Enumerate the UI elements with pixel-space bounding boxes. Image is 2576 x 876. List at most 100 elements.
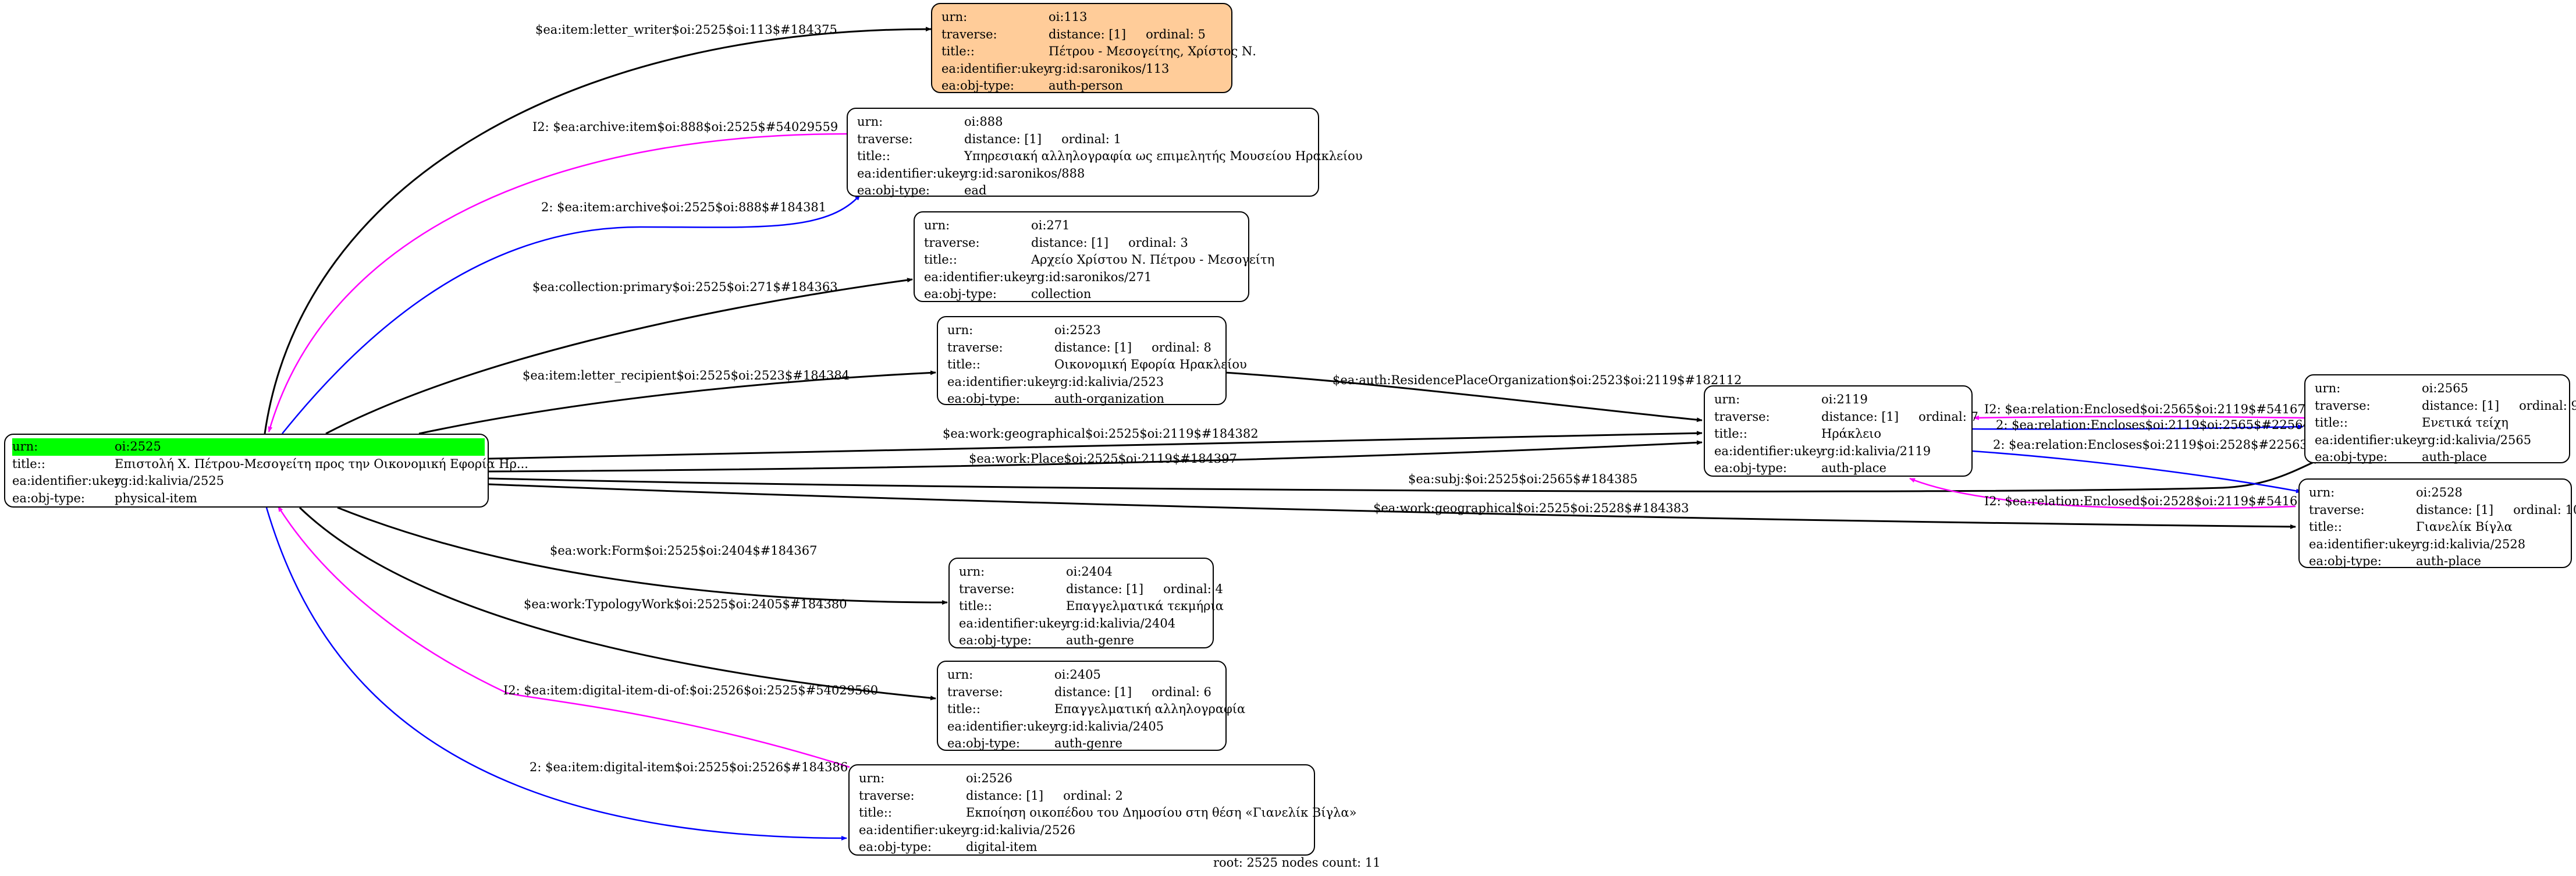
node-888[interactable]: urn:oi:888 traverse:distance: [1]ordinal… <box>847 108 1363 197</box>
field-key: ea:identifier:ukey <box>12 474 122 488</box>
node-2565[interactable]: urn:oi:2565 traverse:distance: [1]ordina… <box>2304 374 2576 466</box>
field-key: ea:identifier:ukey <box>2315 432 2424 447</box>
node-row-title: title::Αρχείο Χρίστου Ν. Πέτρου - Μεσογε… <box>924 251 1274 269</box>
field-value: oi:2119 <box>1821 392 1868 406</box>
node-row-urn: urn:oi:888 <box>857 114 1318 131</box>
field-value: ordinal: 5 <box>1146 27 1206 41</box>
edge-letter-recipient <box>418 370 936 435</box>
node-2528[interactable]: urn:oi:2528 traverse:distance: [1]ordina… <box>2298 478 2576 570</box>
field-key: ea:identifier:ukey <box>947 374 1057 389</box>
field-value: oi:2405 <box>1054 668 1101 682</box>
node-row-type: ea:obj-type: auth-place <box>2315 449 2569 466</box>
node-row-traverse: traverse: distance: [1] ordinal: 3 <box>924 235 1248 252</box>
node-row-traverse: traverse:distance: [1]ordinal: 6 <box>947 684 1225 701</box>
field-value: Εκποίηση οικοπέδου του Δημοσίου στη θέση… <box>966 806 1357 820</box>
field-key: urn: <box>959 565 985 579</box>
field-key: traverse: <box>924 235 980 250</box>
node-row-type: ea:obj-type:auth-genre <box>959 632 1213 650</box>
edge-label-encloses-2528: 2: $ea:relation:Encloses$oi:2119$oi:2528… <box>1993 438 2315 452</box>
field-key: traverse: <box>2309 502 2365 517</box>
node-row-traverse: traverse:distance: [1]ordinal: 4 <box>959 581 1223 598</box>
field-value: Ηράκλειο <box>1821 427 1882 441</box>
edge-label-typology-work: $ea:work:TypologyWork$oi:2525$oi:2405$#1… <box>524 597 847 611</box>
field-key: urn: <box>857 115 883 129</box>
node-row-title: title::Οικονομική Εφορία Ηρακλείου <box>947 356 1247 374</box>
edge-label-digital-item-di-of-inverse: I2: $ea:item:digital-item-di-of:$oi:2526… <box>503 683 878 697</box>
field-key: urn: <box>2315 381 2341 395</box>
field-key: ea:identifier:ukey <box>941 61 1051 76</box>
field-key: ea:identifier:ukey <box>924 269 1033 284</box>
node-row-urn: urn:oi:2404 <box>959 563 1213 581</box>
edge-item-archive <box>282 194 861 434</box>
node-row-title: title::Πέτρου - Μεσογείτης, Χρίστος Ν. <box>941 43 1256 61</box>
field-value: distance: [1] <box>1031 235 1109 250</box>
field-key: ea:obj-type: <box>857 183 930 197</box>
node-row-type: ea:obj-type:auth-place <box>2309 553 2571 570</box>
edge-residence-place-organization <box>1224 371 1703 423</box>
edge-encloses-2565 <box>1972 424 2304 430</box>
field-value: ead <box>964 183 987 197</box>
edge-archive-item-inverse <box>268 133 847 432</box>
field-value: ordinal: 10 <box>2513 502 2576 517</box>
field-key: urn: <box>859 771 885 785</box>
node-row-title: title::Επαγγελματική αλληλογραφία <box>947 701 1245 718</box>
field-key: traverse: <box>859 788 915 803</box>
field-value: auth-organization <box>1054 392 1164 406</box>
field-value: rg:id:kalivia/2404 <box>1066 616 1176 630</box>
field-value: Αρχείο Χρίστου Ν. Πέτρου - Μεσογείτη <box>1031 253 1275 267</box>
edge-label-work-geographical-2119: $ea:work:geographical$oi:2525$oi:2119$#1… <box>943 427 1259 441</box>
node-2405[interactable]: urn:oi:2405 traverse:distance: [1]ordina… <box>937 661 1245 751</box>
field-value: oi:2528 <box>2416 485 2463 499</box>
node-row-urn: urn:oi:2528 <box>2309 484 2571 502</box>
node-2404[interactable]: urn:oi:2404 traverse:distance: [1]ordina… <box>948 558 1224 650</box>
field-value: oi:2526 <box>966 771 1012 785</box>
field-value: auth-place <box>2422 450 2487 464</box>
field-value: distance: [1] <box>1821 409 1899 424</box>
field-key: ea:obj-type: <box>2315 450 2387 464</box>
field-key: traverse: <box>2315 398 2371 413</box>
field-value: Πέτρου - Μεσογείτης, Χρίστος Ν. <box>1049 44 1256 58</box>
field-value: Επαγγελματικά τεκμήρια <box>1066 599 1224 613</box>
node-2526[interactable]: urn: oi:2526 traverse:distance: [1]ordina… <box>848 764 1356 856</box>
field-value: digital-item <box>966 840 1037 854</box>
node-row-title: title::Γιανελίκ Βίγλα <box>2309 519 2571 536</box>
field-key: ea:obj-type: <box>12 491 85 505</box>
field-key: title:: <box>947 702 980 716</box>
edge-digital-item <box>265 507 847 840</box>
field-key: ea:obj-type: <box>959 633 1032 647</box>
node-row-urn: urn:oi:113 <box>941 9 1231 26</box>
node-113[interactable]: urn:oi:113 traverse:distance: [1]ordinal… <box>931 3 1256 93</box>
edge-work-form <box>337 506 948 605</box>
field-value: rg:id:kalivia/2565 <box>2422 432 2532 447</box>
node-271[interactable]: urn:oi:271 traverse:distance: [1]ordinal… <box>914 211 1274 302</box>
node-row-type: ea:obj-type:digital-item <box>859 839 1314 856</box>
node-2119[interactable]: urn: oi:2119 traverse:distance: [1]ordina… <box>1704 385 1978 477</box>
node-2523[interactable]: urn:oi:2523 traverse:distance: [1]ordina… <box>937 316 1247 406</box>
edge-encloses-2528 <box>1972 450 2302 494</box>
field-key: urn: <box>947 323 973 337</box>
field-value: rg:id:kalivia/2523 <box>1054 374 1164 389</box>
field-key: title:: <box>12 456 45 471</box>
field-value: physical-item <box>115 491 197 505</box>
node-root-2525[interactable]: urn:oi:2525 title::Επιστολή Χ. Πέτρου-Με… <box>4 434 528 508</box>
field-value: rg:id:kalivia/2405 <box>1054 719 1164 733</box>
field-key: ea:obj-type: <box>941 79 1014 93</box>
node-row-title: title::Εκποίηση οικοπέδου του Δημοσίου σ… <box>859 804 1356 822</box>
edge-label-item-archive: 2: $ea:item:archive$oi:2525$oi:888$#1843… <box>541 200 826 214</box>
field-key: title:: <box>859 806 892 820</box>
edge-enclosed-2528-inverse <box>1909 477 2296 509</box>
field-key: title:: <box>959 599 992 613</box>
field-value: ordinal: 3 <box>1128 235 1188 250</box>
node-row-traverse: traverse:distance: [1]ordinal: 2 <box>859 788 1314 805</box>
field-key: title:: <box>2309 520 2342 534</box>
field-value: ordinal: 4 <box>1163 581 1223 596</box>
field-key: urn: <box>1714 392 1740 406</box>
field-value: auth-place <box>2416 554 2481 568</box>
node-row-traverse: traverse:distance: [1]ordinal: 1 <box>857 131 1318 148</box>
field-key: title:: <box>857 149 890 163</box>
edge-subj-2565 <box>488 459 2319 492</box>
node-row-traverse: traverse:distance: [1]ordinal: 7 <box>1714 409 1978 426</box>
edge-label-work-form: $ea:work:Form$oi:2525$oi:2404$#184367 <box>550 544 817 558</box>
